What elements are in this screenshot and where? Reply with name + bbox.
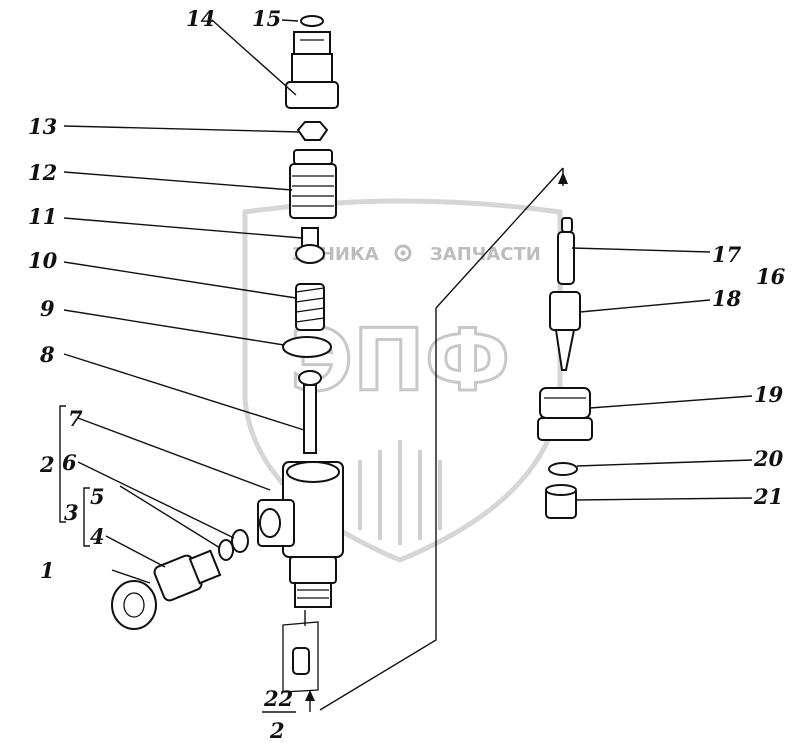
part-9-o-ring <box>282 336 332 358</box>
part-15-washer <box>300 15 324 27</box>
callout-22: 22 <box>263 686 293 711</box>
callout-17: 17 <box>712 242 742 267</box>
callout-4: 4 <box>90 524 105 549</box>
watermark-wheat-icon <box>358 440 442 545</box>
callout-6: 6 <box>62 450 77 475</box>
callout-2: 2 <box>39 452 55 477</box>
callout-14: 14 <box>186 6 215 31</box>
callout-16: 16 <box>756 264 786 289</box>
gear-icon <box>394 244 412 262</box>
part-1-knurled-cap <box>111 580 157 630</box>
leader-lines <box>59 19 753 713</box>
callout-1: 1 <box>40 558 55 583</box>
callout-19: 19 <box>754 382 784 407</box>
part-18-nozzle <box>549 291 581 371</box>
callout-22-assembly: 2 <box>269 718 285 743</box>
callout-15: 15 <box>252 6 281 31</box>
callout-13: 13 <box>28 114 57 139</box>
part-10-spring <box>295 283 325 331</box>
parts <box>111 15 593 693</box>
arrow-up-icon <box>305 690 315 701</box>
part-12-threaded-sleeve <box>289 149 337 219</box>
watermark-logo: ЭПФ <box>290 311 510 411</box>
callout-11: 11 <box>28 204 57 229</box>
callout-7: 7 <box>68 406 83 431</box>
callout-9: 9 <box>40 296 55 321</box>
callout-21: 21 <box>753 484 783 509</box>
arrow-up-icon <box>558 172 568 184</box>
part-17-needle <box>557 217 575 285</box>
part-7-body <box>257 461 344 608</box>
assembly-path <box>304 167 568 712</box>
callout-18: 18 <box>712 286 742 311</box>
part-19-nozzle-nut <box>537 387 593 441</box>
part-14-cap-nut <box>285 31 339 109</box>
callout-8: 8 <box>39 342 55 367</box>
callout-12: 12 <box>28 160 57 185</box>
part-13-nut <box>296 121 329 141</box>
callouts: 1 2 3 4 5 6 7 8 9 10 11 12 13 14 15 16 1… <box>28 6 786 743</box>
callout-3: 3 <box>64 500 79 525</box>
part-8-pin <box>298 370 322 454</box>
part-6-washer <box>231 529 249 553</box>
part-21-bushing <box>545 484 577 519</box>
part-4-fitting <box>153 549 222 602</box>
part-5-washer <box>218 539 234 561</box>
part-22-plug <box>282 621 319 693</box>
callout-5: 5 <box>90 484 105 509</box>
part-11-valve <box>295 227 325 264</box>
part-20-ring <box>548 462 578 476</box>
callout-10: 10 <box>28 248 58 273</box>
callout-20: 20 <box>753 446 784 471</box>
